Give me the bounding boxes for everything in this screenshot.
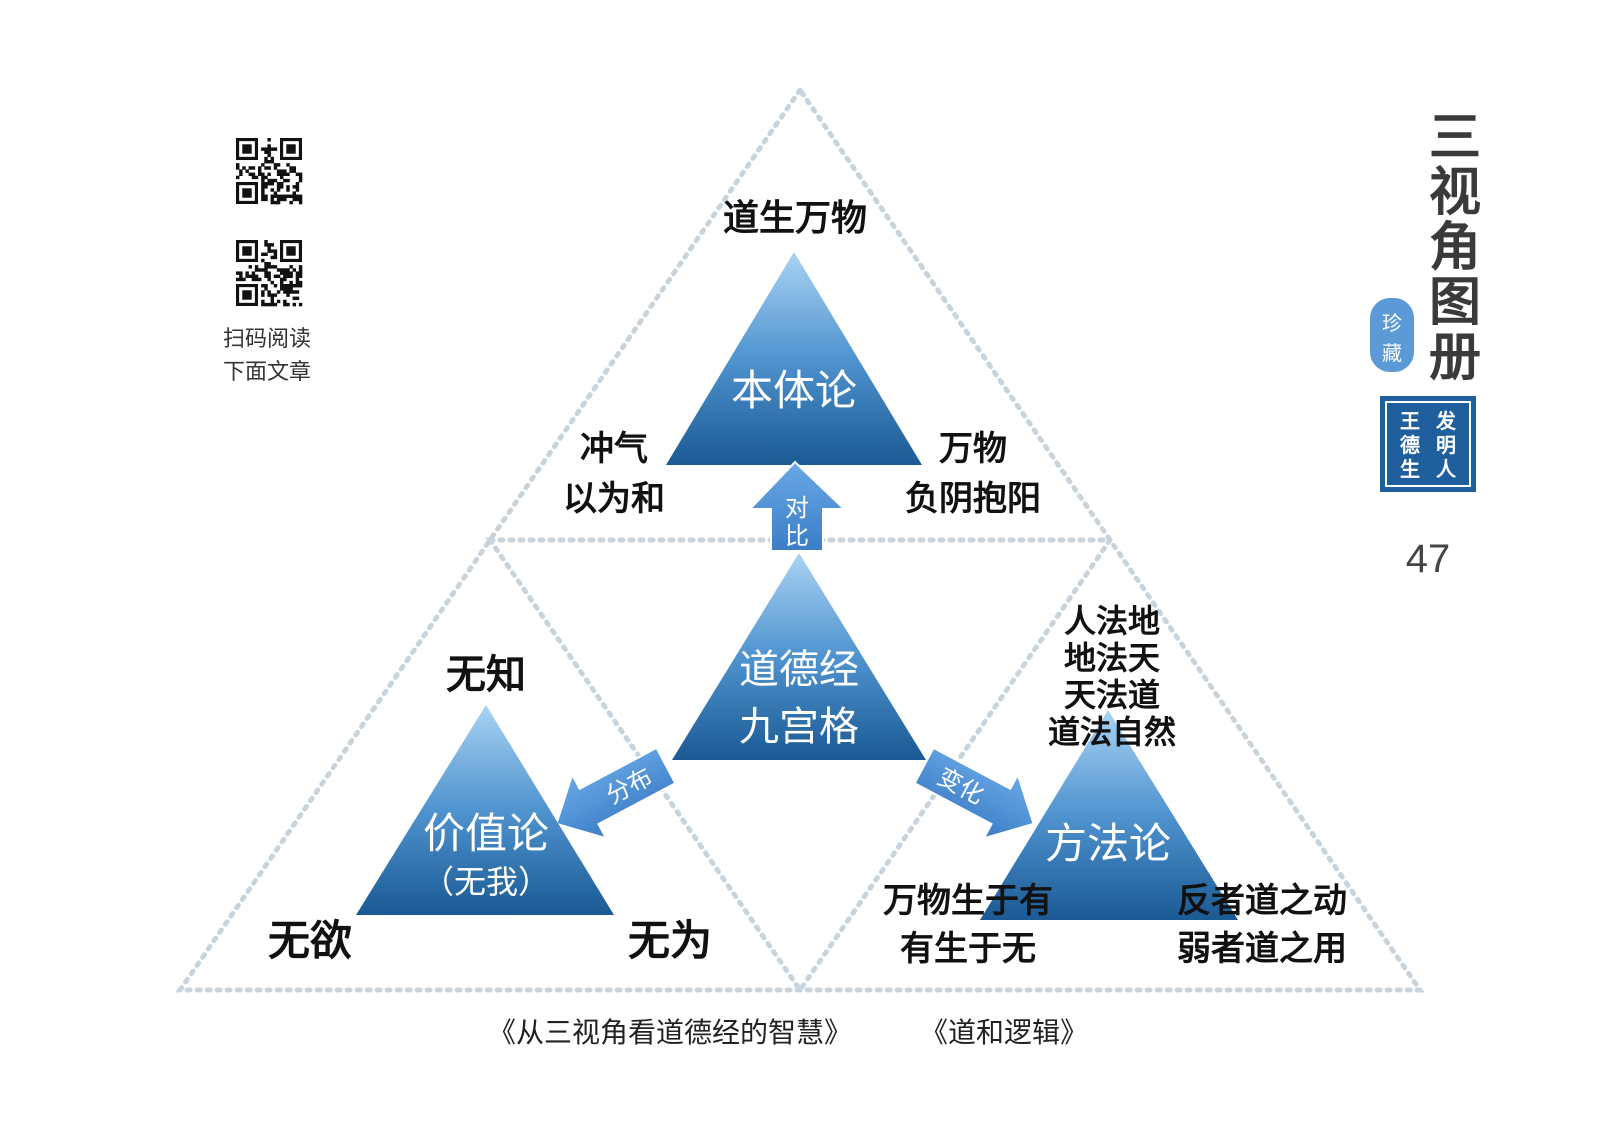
right-line-3: 天法道 xyxy=(1064,676,1160,714)
side-title-char-3: 角 xyxy=(1429,217,1481,278)
side-title-char-4: 图 xyxy=(1429,272,1481,333)
right-line-1: 人法地 xyxy=(1064,602,1160,640)
top-right-line2: 负阴抱阳 xyxy=(905,479,1041,519)
top-left-line2: 以为和 xyxy=(563,479,665,519)
left-bottom-right: 无为 xyxy=(628,916,712,965)
seal-col1-char1: 王 xyxy=(1400,409,1420,433)
inventor-seal xyxy=(1380,396,1476,492)
top-left-line1: 冲气 xyxy=(580,429,648,469)
seal-col2-char1: 发 xyxy=(1435,409,1457,433)
left-heading: 无知 xyxy=(446,652,526,698)
right-bottom-left-line1: 万物生于有 xyxy=(883,881,1053,921)
caption-book-2: 《道和逻辑》 xyxy=(920,1016,1088,1049)
right-bottom-left-line2: 有生于无 xyxy=(900,929,1036,969)
qr-caption-line1: 扫码阅读 xyxy=(223,327,311,352)
side-title-char-1: 三 xyxy=(1429,107,1481,168)
seal-col2-char2: 明 xyxy=(1436,433,1456,457)
method-triangle xyxy=(980,710,1238,920)
center-label-line2: 九宫格 xyxy=(739,704,859,750)
compare-arrow-label-1: 对 xyxy=(785,494,809,522)
collection-tag xyxy=(1370,298,1414,372)
compare-arrow-label-2: 比 xyxy=(785,522,809,550)
right-line-4: 道法自然 xyxy=(1048,713,1176,751)
top-heading: 道生万物 xyxy=(723,198,867,239)
seal-col1-char3: 生 xyxy=(1400,457,1420,481)
side-title-char-2: 视 xyxy=(1429,162,1481,223)
side-title-char-5: 册 xyxy=(1429,327,1481,388)
left-bottom-left: 无欲 xyxy=(268,916,352,965)
ontology-label: 本体论 xyxy=(731,366,857,415)
collection-tag-line2: 藏 xyxy=(1382,341,1402,365)
top-right-line1: 万物 xyxy=(939,429,1007,469)
seal-col1-char2: 德 xyxy=(1400,433,1420,457)
value-triangle xyxy=(356,705,614,915)
qr-caption-line2: 下面文章 xyxy=(223,360,311,385)
qr-code-2[interactable] xyxy=(236,240,303,307)
value-label-line1: 价值论 xyxy=(423,809,549,858)
center-triangle xyxy=(672,553,926,760)
compare-arrow xyxy=(747,460,847,552)
ontology-triangle xyxy=(666,252,922,465)
change-arrow: 变化 xyxy=(913,746,1035,840)
page-number: 47 xyxy=(1406,537,1451,581)
qr-code-1[interactable] xyxy=(236,138,303,205)
seal-col2-char3: 人 xyxy=(1436,457,1457,481)
right-bottom-right-line1: 反者道之动 xyxy=(1177,881,1347,921)
caption-book-1: 《从三视角看道德经的智慧》 xyxy=(488,1016,852,1049)
right-bottom-right-line2: 弱者道之用 xyxy=(1177,929,1347,969)
value-label-line2: （无我） xyxy=(422,863,550,901)
center-label-line1: 道德经 xyxy=(739,647,859,693)
method-label: 方法论 xyxy=(1045,819,1171,868)
collection-tag-line1: 珍 xyxy=(1382,311,1402,335)
right-line-2: 地法天 xyxy=(1064,639,1160,677)
